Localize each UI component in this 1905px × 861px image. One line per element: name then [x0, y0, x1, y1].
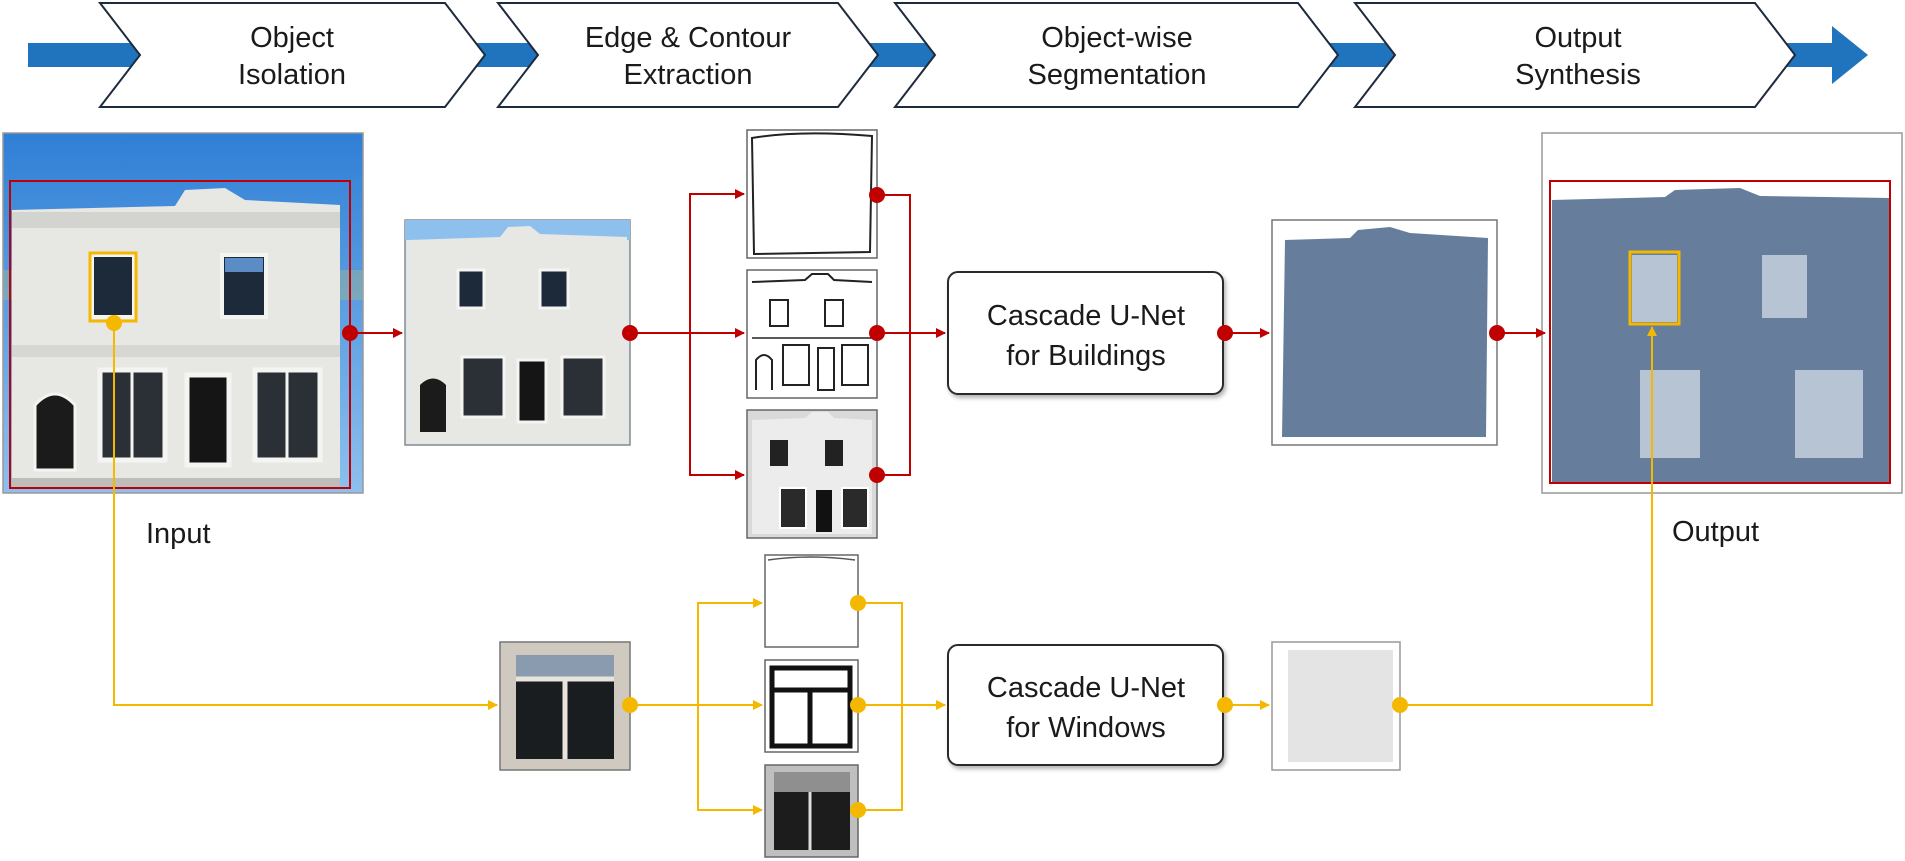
building-grayscale-map	[746, 409, 878, 539]
isolated-building-image	[404, 219, 631, 446]
stage-object-wise-segmentation: Object-wise Segmentation	[892, 1, 1340, 108]
stage-label-line1: Output	[1534, 22, 1621, 54]
window-edge-map-lines	[764, 659, 859, 753]
stage-label-line2: Segmentation	[1028, 59, 1207, 91]
building-flow-nodes	[342, 187, 1505, 483]
stage-label-line2: Extraction	[624, 59, 753, 91]
stage-label-line1: Edge & Contour	[585, 22, 792, 54]
stage-edge-contour-extraction: Edge & Contour Extraction	[495, 1, 880, 108]
window-flow	[113, 323, 1657, 815]
buildings-net-label-line2: for Buildings	[1006, 340, 1166, 372]
stage-object-isolation: Object Isolation	[97, 1, 487, 108]
stage-label-line1: Object	[250, 22, 334, 54]
window-flow-nodes	[106, 315, 1408, 818]
stage-output-synthesis: Output Synthesis	[1352, 1, 1797, 108]
output-image	[1541, 132, 1903, 494]
building-edge-map-contour	[746, 129, 878, 259]
window-edge-map-contour	[764, 554, 859, 648]
window-mask-image	[1271, 641, 1401, 771]
building-mask-image	[1271, 219, 1498, 446]
input-image	[2, 132, 364, 494]
windows-net-label-line2: for Windows	[1006, 712, 1166, 744]
stage-label-line2: Isolation	[238, 59, 346, 91]
cascade-unet-buildings-box	[947, 271, 1224, 395]
stage-connector-end-arrow	[1780, 26, 1868, 84]
buildings-net-label-line1: Cascade U-Net	[987, 300, 1185, 332]
window-grayscale-map	[764, 764, 859, 858]
building-edge-map-lines	[746, 269, 878, 399]
stage-label-line2: Synthesis	[1515, 59, 1641, 91]
cascade-unet-windows-box	[947, 644, 1224, 766]
output-label: Output	[1672, 516, 1759, 548]
windows-net-label-line1: Cascade U-Net	[987, 672, 1185, 704]
input-label: Input	[146, 518, 211, 550]
isolated-window-image	[499, 641, 631, 771]
stage-label-line1: Object-wise	[1041, 22, 1193, 54]
stage-band: Object Isolation Edge & Contour Extracti…	[28, 1, 1868, 108]
